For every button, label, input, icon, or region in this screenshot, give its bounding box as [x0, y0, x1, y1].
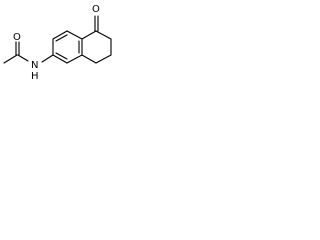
structure-canvas: O O N H: [0, 0, 122, 85]
bond-ring-carbonyl-to-ch2: [95, 30, 112, 40]
bond-nitrogen-aryl: [41, 54, 54, 63]
bond-methyl-carbonyl: [3, 54, 18, 64]
bond-aromatic-3: [66, 30, 83, 40]
atom-oxygen-amide: O: [13, 32, 21, 43]
molecule-structure: O O N H: [3, 4, 112, 82]
atom-oxygen-ketone: O: [92, 4, 100, 15]
atom-nitrogen-hydrogen: H: [31, 71, 39, 82]
bond-aromatic-6: [52, 54, 68, 64]
bond-aromatic-inner-3: [55, 52, 68, 60]
bond-carbonyl-nitrogen: [17, 54, 29, 62]
atom-nitrogen-amide: N: [31, 60, 38, 71]
bond-fused-to-carbonyl: [81, 30, 97, 40]
bond-aromatic-5: [66, 54, 83, 64]
bond-ring-ch2-ch2-lower: [95, 54, 112, 64]
bond-aromatic-2: [52, 30, 68, 40]
bond-aromatic-inner-1: [55, 34, 68, 42]
bond-ring-ch2-aromatic: [81, 54, 97, 64]
